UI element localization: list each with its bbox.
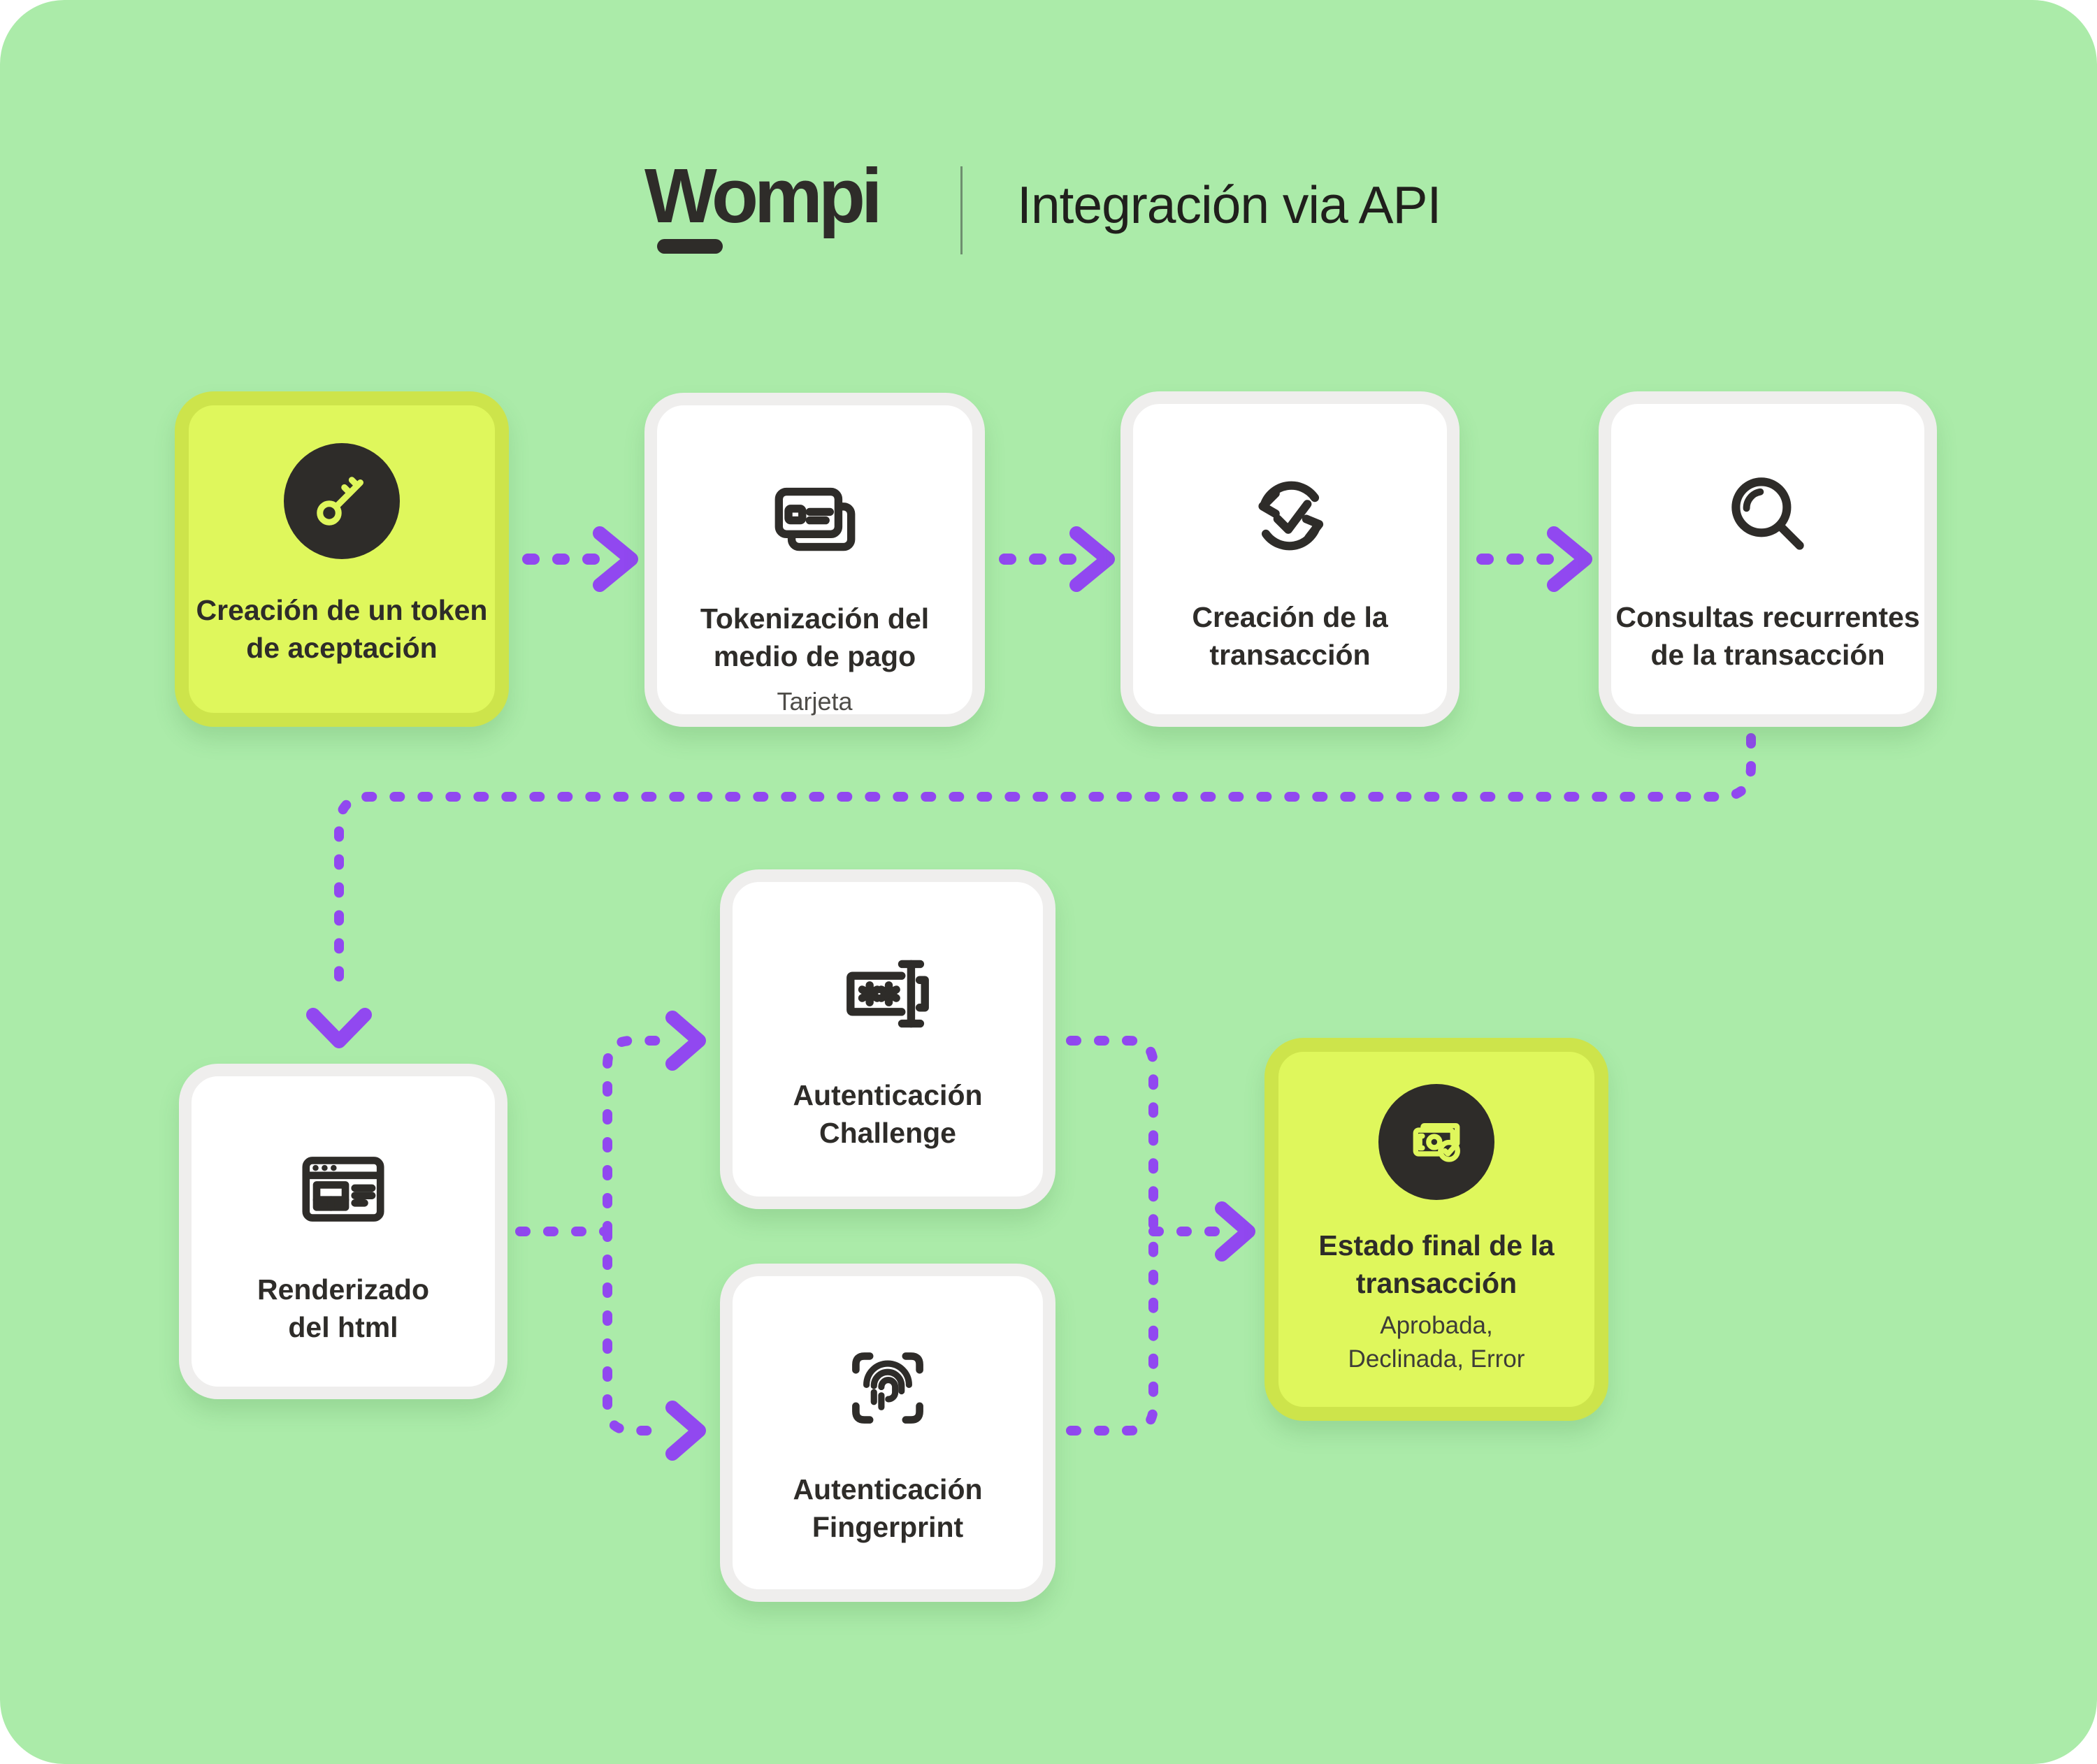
wompi-logo: Wompi xyxy=(644,153,883,239)
node-creacion-token: Creación de un token de aceptación xyxy=(175,391,509,727)
node-consultas-recurrentes: Consultas recurrentes de la transacción xyxy=(1599,391,1937,727)
node-subtitle: Aprobada, Declinada, Error xyxy=(1348,1312,1525,1373)
connector-token-to-tokenizacion xyxy=(522,526,638,592)
wompi-logo-underline xyxy=(657,239,723,254)
node-title: Estado final de la transacción xyxy=(1318,1229,1555,1300)
connector-creacion-to-consultas xyxy=(1476,526,1592,592)
node-title: Creación de la transacción xyxy=(1192,601,1388,672)
transaction-sync-icon xyxy=(1237,463,1343,569)
connector-consultas-to-renderizado xyxy=(306,733,1756,1048)
connector-tokenizacion-to-creacion xyxy=(999,526,1115,592)
node-tokenizacion: Tokenización del medio de pago Tarjeta xyxy=(644,393,985,727)
node-estado-final: Estado final de la transacción Aprobada,… xyxy=(1264,1038,1608,1421)
node-autenticacion-challenge: Autenticación Challenge xyxy=(720,869,1055,1209)
node-renderizado-html: Renderizado del html xyxy=(179,1064,507,1399)
password-field-icon xyxy=(835,941,941,1047)
node-title: Creación de un token de aceptación xyxy=(196,594,488,665)
node-title: Renderizado del html xyxy=(257,1273,430,1344)
money-approved-icon-badge xyxy=(1378,1084,1494,1200)
search-icon xyxy=(1715,463,1821,569)
page-title: Integración via API xyxy=(1017,175,1441,234)
fingerprint-scan-icon xyxy=(835,1335,941,1441)
money-approved-icon xyxy=(1413,1122,1460,1162)
header-divider xyxy=(960,166,963,254)
key-icon xyxy=(317,477,364,526)
node-title: Autenticación Challenge xyxy=(793,1079,983,1150)
node-title: Consultas recurrentes de la transacción xyxy=(1615,601,1920,672)
browser-window-icon xyxy=(290,1135,396,1241)
node-autenticacion-fingerprint: Autenticación Fingerprint xyxy=(720,1264,1055,1602)
node-creacion-transaccion: Creación de la transacción xyxy=(1120,391,1460,727)
key-icon-badge xyxy=(284,443,400,559)
payment-cards-icon xyxy=(762,464,868,570)
connector-renderizado-branch xyxy=(515,1011,706,1461)
connector-auth-merge-to-estado xyxy=(1066,1036,1255,1436)
node-title: Tokenización del medio de pago xyxy=(700,602,930,673)
node-title: Autenticación Fingerprint xyxy=(793,1473,983,1544)
node-subtitle: Tarjeta xyxy=(777,687,853,716)
